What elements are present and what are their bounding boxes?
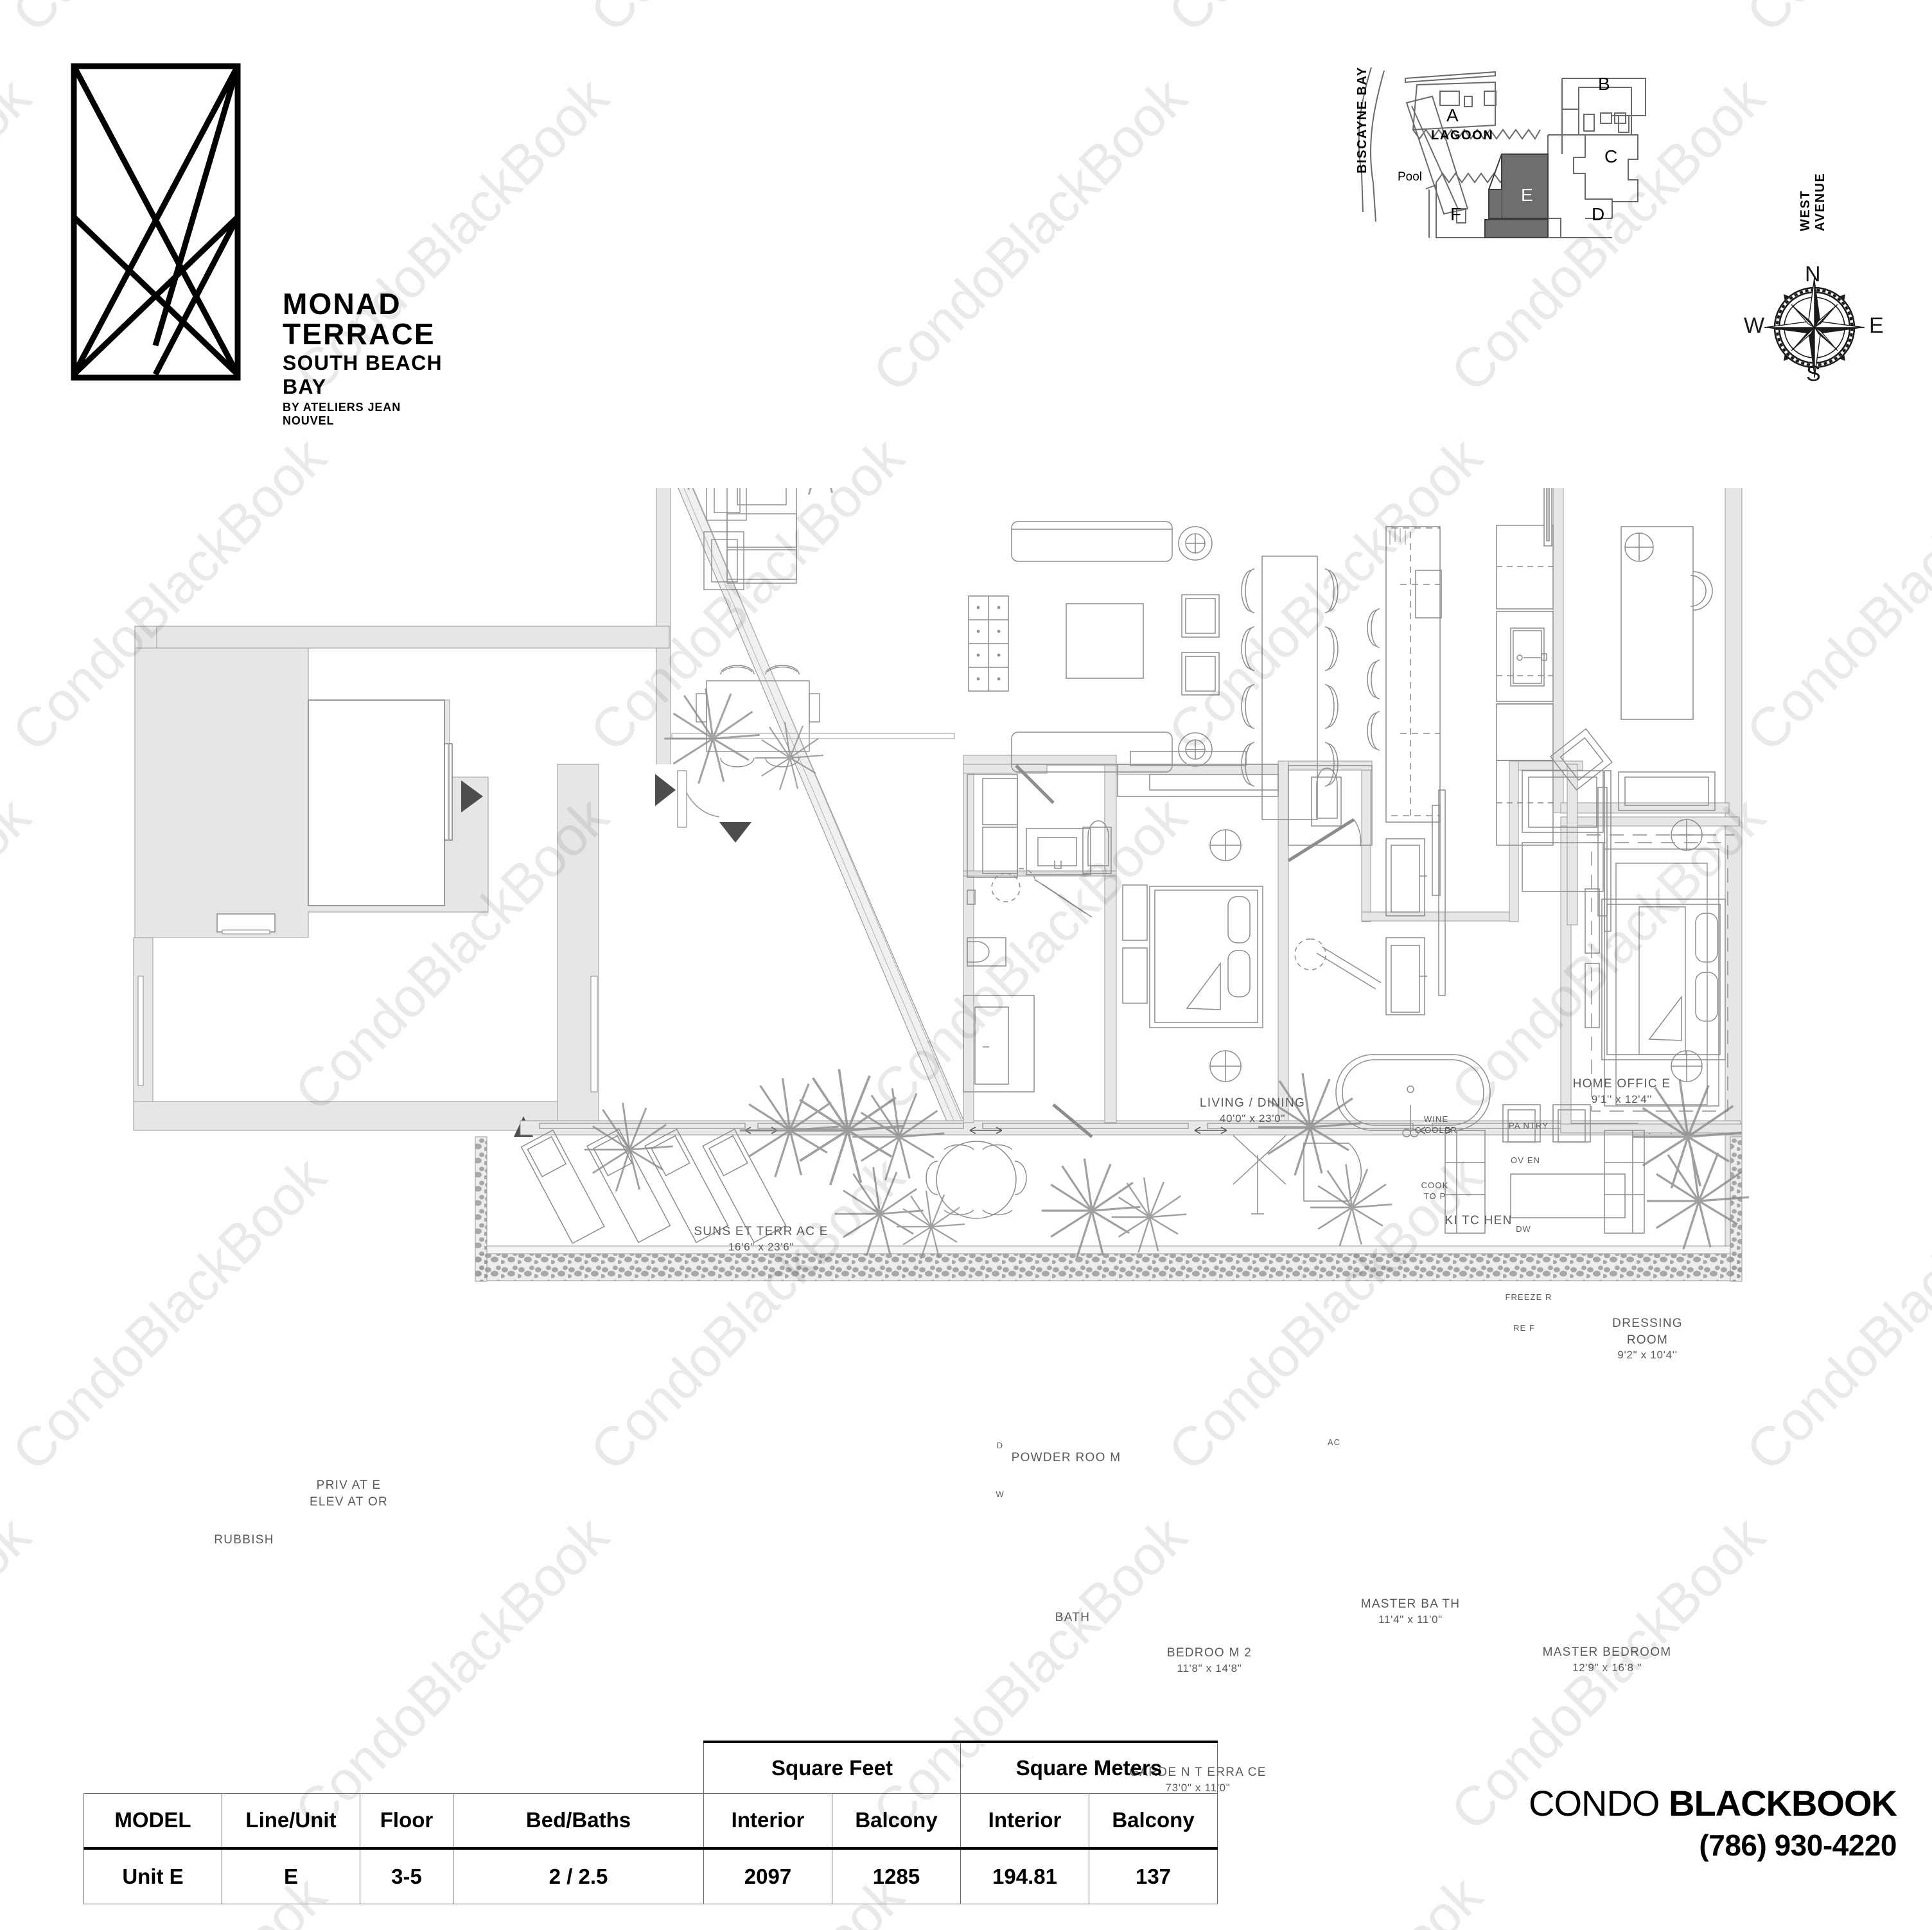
spec-col-sf-interior: Interior — [703, 1793, 832, 1849]
spec-value-model: Unit E — [83, 1847, 222, 1904]
living-dining-furniture — [968, 448, 1728, 846]
key-plan-drawing — [1358, 67, 1646, 238]
home-office-furniture — [1549, 526, 1713, 791]
spec-value-floor: 3-5 — [360, 1847, 453, 1904]
watermark-text: CondoBlackBook — [1734, 0, 1932, 45]
spec-data-row: Unit E E 3-5 2 / 2.5 2097 1285 194.81 13… — [83, 1847, 1218, 1904]
appliance-label-dryer: D — [996, 1441, 1004, 1450]
watermark-text: CondoBlackBook — [1734, 1864, 1932, 1930]
room-label-bath: BATH — [1055, 1611, 1091, 1624]
keyplan-building-f[interactable]: F — [1450, 204, 1462, 224]
keyplan-building-c[interactable]: C — [1604, 146, 1618, 166]
compass-rose-icon — [1764, 277, 1865, 378]
spec-table: Square Feet Square Meters MODEL Line/Uni… — [83, 1741, 1218, 1904]
keyplan-pool-label: Pool — [1398, 170, 1423, 184]
watermark-text: CondoBlackBook — [1156, 0, 1495, 45]
appliance-label-freezer: FREEZE R — [1505, 1292, 1552, 1302]
spec-value-sm-balcony: 137 — [1089, 1847, 1218, 1904]
floor-plan-drawing — [133, 405, 1750, 1282]
spec-col-line-unit: Line/Unit — [222, 1793, 360, 1849]
compass-east-label: E — [1869, 313, 1884, 338]
keyplan-west-avenue-label: WEST AVENUE — [1798, 172, 1827, 231]
appliance-label-pantry: PA NTRY — [1508, 1121, 1549, 1130]
appliance-label-dishwasher: DW — [1516, 1224, 1531, 1234]
keyplan-building-e[interactable]: E — [1521, 185, 1533, 205]
garden-terrace-plants — [475, 1067, 1750, 1281]
keyplan-lagoon-label: LAGOON — [1431, 128, 1494, 143]
spec-header-row: MODEL Line/Unit Floor Bed/Baths Interior… — [83, 1793, 1218, 1849]
keyplan-biscayne-bay-label: BISCAYNE BAY — [1355, 66, 1369, 173]
watermark-text: CondoBlackBook — [578, 0, 917, 45]
logo-text: MONAD TERRACE SOUTH BEACH BAY BY ATELIER… — [283, 289, 450, 428]
spec-value-sm-interior: 194.81 — [960, 1847, 1089, 1904]
condo-blackbook-brand: CONDO BLACKBOOK (786) 930-4220 — [1529, 1782, 1897, 1863]
spec-group-square-feet: Square Feet — [703, 1741, 961, 1794]
keyplan-building-d[interactable]: D — [1592, 204, 1605, 224]
brand-name-blackbook: BLACKBOOK — [1669, 1783, 1897, 1823]
compass-north-label: N — [1805, 262, 1821, 286]
spec-group-square-meters: Square Meters — [960, 1741, 1218, 1794]
bath-fixtures — [963, 868, 1093, 1138]
brand-name-condo: CONDO — [1529, 1783, 1669, 1823]
garden-terrace-furniture — [520, 1104, 1645, 1244]
brand-phone[interactable]: (786) 930-4220 — [1699, 1829, 1897, 1862]
watermark-text: CondoBlackBook — [861, 67, 1199, 404]
appliance-label-ac: AC — [1327, 1437, 1341, 1447]
brand-logo-block: MONAD TERRACE SOUTH BEACH BAY BY ATELIER… — [39, 32, 450, 427]
spec-value-bed-baths: 2 / 2.5 — [453, 1847, 704, 1904]
compass-south-label: S — [1806, 362, 1821, 386]
compass-rose: N S W E — [1737, 262, 1892, 389]
logo-architect: BY ATELIERS JEAN NOUVEL — [283, 400, 401, 427]
logo-name-line2: TERRACE — [283, 317, 435, 351]
sunset-terrace-furniture — [671, 450, 955, 768]
watermark-text: CondoBlackBook — [0, 1505, 42, 1843]
appliance-label-oven: OV EN — [1511, 1155, 1540, 1165]
room-label-powder-room: POWDER ROO M — [1011, 1451, 1121, 1464]
watermark-text: CondoBlackBook — [0, 67, 42, 404]
site-key-plan: BISCAYNE BAY WEST AVENUE LAGOON Pool A B… — [1336, 45, 1850, 250]
keyplan-building-a[interactable]: A — [1446, 105, 1459, 125]
room-label-kitchen: KI TC HEN — [1445, 1214, 1513, 1227]
spec-col-floor: Floor — [360, 1793, 453, 1849]
appliance-label-refrigerator: RE F — [1513, 1323, 1536, 1333]
spec-value-line-unit: E — [222, 1847, 360, 1904]
brand-name: CONDO BLACKBOOK — [1529, 1782, 1897, 1824]
powder-room-fixtures — [967, 764, 1112, 878]
monad-terrace-logo-icon — [71, 63, 241, 381]
unit-spec-table: Square Feet Square Meters MODEL Line/Uni… — [83, 1741, 1218, 1904]
spec-col-model: MODEL — [83, 1793, 222, 1849]
logo-subtitle: SOUTH BEACH BAY — [283, 351, 443, 398]
spec-col-sm-balcony: Balcony — [1089, 1793, 1218, 1849]
master-bath-fixtures — [1287, 765, 1611, 1137]
keyplan-building-b[interactable]: B — [1598, 74, 1610, 94]
spec-col-sf-balcony: Balcony — [832, 1793, 961, 1849]
logo-name-line1: MONAD — [283, 287, 401, 320]
spec-value-sf-interior: 2097 — [703, 1847, 832, 1904]
appliance-label-washer: W — [996, 1489, 1005, 1499]
master-bedroom-furniture — [1585, 771, 1726, 1082]
bedroom2-furniture — [1117, 751, 1279, 1082]
spec-group-header-row: Square Feet Square Meters — [84, 1741, 1218, 1794]
spec-col-bed-baths: Bed/Baths — [453, 1793, 704, 1849]
room-label-rubbish: RUBBISH — [214, 1533, 274, 1547]
compass-west-label: W — [1744, 313, 1765, 338]
spec-value-sf-balcony: 1285 — [832, 1847, 961, 1904]
spec-col-sm-interior: Interior — [960, 1793, 1089, 1849]
